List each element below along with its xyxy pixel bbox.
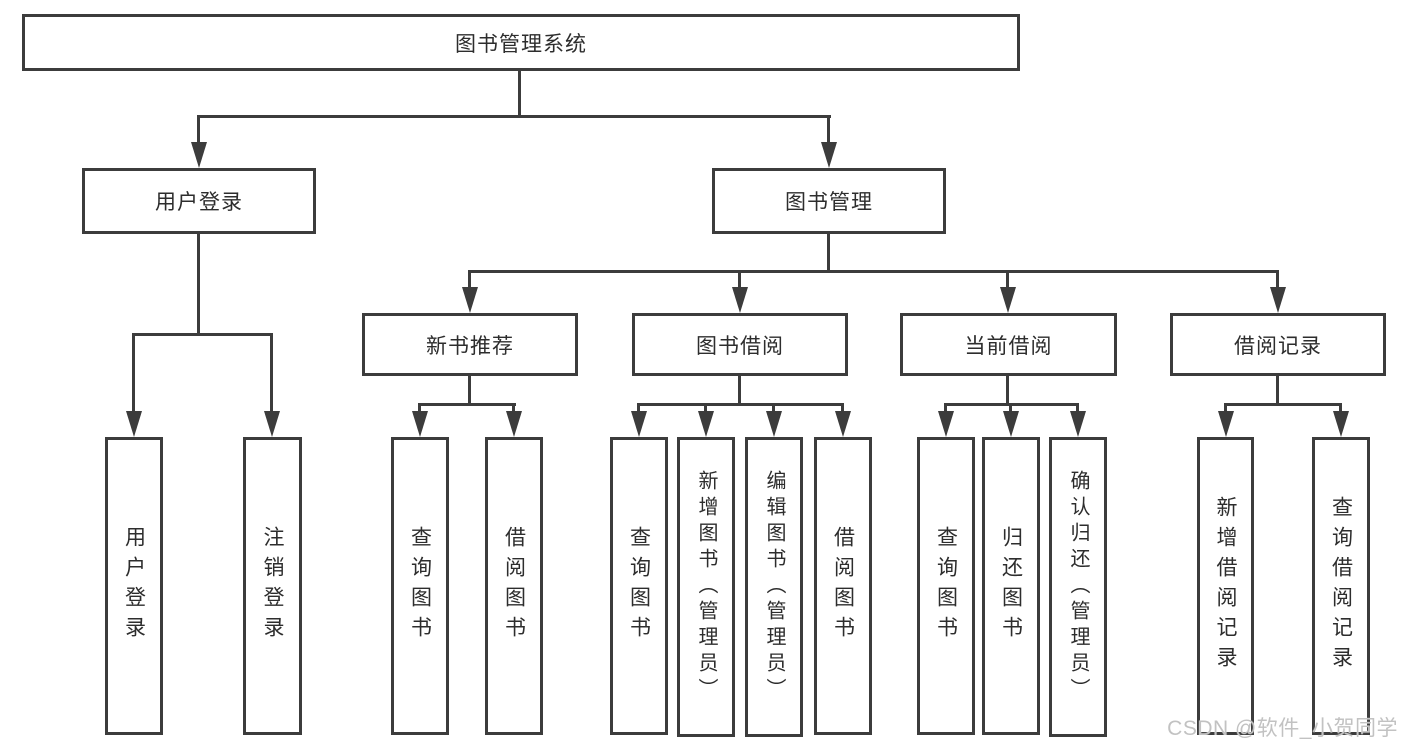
node-label: 借阅记录 bbox=[1234, 334, 1322, 358]
connector-line bbox=[1076, 403, 1079, 415]
connector-line bbox=[418, 403, 421, 415]
csdn-watermark: CSDN @软件_小贺同学 bbox=[1167, 717, 1398, 740]
arrow-down-icon bbox=[412, 411, 428, 437]
connector-line bbox=[132, 333, 273, 336]
leaf-label: 查询图书 bbox=[408, 526, 432, 646]
connector-line bbox=[512, 403, 515, 415]
arrow-down-icon bbox=[1003, 411, 1019, 437]
leaf-label: 确认归还（管理员） bbox=[1067, 470, 1089, 704]
arrow-down-icon bbox=[698, 411, 714, 437]
arrow-down-icon bbox=[126, 411, 142, 437]
leaf-label: 借阅图书 bbox=[831, 526, 855, 646]
connector-line bbox=[418, 403, 516, 406]
connector-line bbox=[637, 403, 844, 406]
arrow-down-icon bbox=[732, 287, 748, 313]
node-book-management: 图书管理 bbox=[712, 168, 946, 234]
arrow-down-icon bbox=[1333, 411, 1349, 437]
node-new-book-recommend: 新书推荐 bbox=[362, 313, 578, 376]
leaf-label: 查询借阅记录 bbox=[1329, 496, 1353, 676]
arrow-down-icon bbox=[191, 142, 207, 168]
connector-line bbox=[198, 115, 831, 118]
connector-line bbox=[827, 115, 830, 145]
leaf-label: 借阅图书 bbox=[502, 526, 526, 646]
connector-line bbox=[1276, 376, 1279, 406]
arrow-down-icon bbox=[264, 411, 280, 437]
connector-line bbox=[704, 403, 707, 415]
arrow-down-icon bbox=[821, 142, 837, 168]
leaf-label: 用户登录 bbox=[122, 526, 146, 646]
connector-line bbox=[944, 403, 947, 415]
arrow-down-icon bbox=[1000, 287, 1016, 313]
node-current-borrow: 当前借阅 bbox=[900, 313, 1117, 376]
connector-line bbox=[197, 115, 200, 145]
leaf-query-books-current: 查询图书 bbox=[917, 437, 975, 735]
node-borrow-records: 借阅记录 bbox=[1170, 313, 1386, 376]
leaf-label: 新增图书（管理员） bbox=[695, 470, 717, 704]
arrow-down-icon bbox=[938, 411, 954, 437]
leaf-label: 归还图书 bbox=[999, 526, 1023, 646]
connector-line bbox=[1224, 403, 1227, 415]
node-label: 用户登录 bbox=[155, 191, 243, 214]
arrow-down-icon bbox=[506, 411, 522, 437]
leaf-confirm-return-admin: 确认归还（管理员） bbox=[1049, 437, 1107, 737]
node-user-login: 用户登录 bbox=[82, 168, 316, 234]
node-label: 图书管理 bbox=[785, 191, 873, 214]
connector-line bbox=[1006, 270, 1009, 290]
leaf-add-borrow-record: 新增借阅记录 bbox=[1197, 437, 1254, 735]
leaf-borrow-books: 借阅图书 bbox=[814, 437, 872, 735]
arrow-down-icon bbox=[1070, 411, 1086, 437]
leaf-borrow-books-recommend: 借阅图书 bbox=[485, 437, 543, 735]
connector-line bbox=[738, 376, 741, 406]
leaf-return-book: 归还图书 bbox=[982, 437, 1040, 735]
node-library-management-system: 图书管理系统 bbox=[22, 14, 1020, 71]
connector-line bbox=[841, 403, 844, 415]
leaf-logout: 注销登录 bbox=[243, 437, 302, 735]
leaf-label: 查询图书 bbox=[627, 526, 651, 646]
connector-line bbox=[772, 403, 775, 415]
arrow-down-icon bbox=[766, 411, 782, 437]
connector-line bbox=[1006, 376, 1009, 406]
connector-line bbox=[1009, 403, 1012, 415]
node-label: 当前借阅 bbox=[964, 334, 1053, 358]
connector-line bbox=[468, 270, 1279, 273]
connector-line bbox=[1276, 270, 1279, 290]
connector-line bbox=[1224, 403, 1342, 406]
node-book-borrow: 图书借阅 bbox=[632, 313, 848, 376]
connector-line bbox=[518, 70, 521, 117]
connector-line bbox=[1339, 403, 1342, 415]
connector-line bbox=[468, 376, 471, 406]
leaf-query-borrow-record: 查询借阅记录 bbox=[1312, 437, 1370, 735]
connector-line bbox=[738, 270, 741, 290]
leaf-user-login: 用户登录 bbox=[105, 437, 163, 735]
leaf-query-books-recommend: 查询图书 bbox=[391, 437, 449, 735]
connector-line bbox=[197, 233, 200, 336]
leaf-edit-book-admin: 编辑图书（管理员） bbox=[745, 437, 803, 737]
connector-line bbox=[270, 333, 273, 413]
arrow-down-icon bbox=[835, 411, 851, 437]
leaf-label: 注销登录 bbox=[261, 526, 284, 646]
node-label: 图书借阅 bbox=[696, 334, 784, 358]
arrow-down-icon bbox=[1218, 411, 1234, 437]
leaf-query-books-borrow: 查询图书 bbox=[610, 437, 668, 735]
arrow-down-icon bbox=[1270, 287, 1286, 313]
connector-line bbox=[132, 333, 135, 413]
leaf-add-book-admin: 新增图书（管理员） bbox=[677, 437, 735, 737]
arrow-down-icon bbox=[631, 411, 647, 437]
node-label: 新书推荐 bbox=[426, 334, 514, 358]
node-label: 图书管理系统 bbox=[455, 32, 587, 56]
connector-line bbox=[468, 270, 471, 290]
connector-line bbox=[827, 233, 830, 273]
leaf-label: 查询图书 bbox=[934, 526, 958, 646]
arrow-down-icon bbox=[462, 287, 478, 313]
leaf-label: 编辑图书（管理员） bbox=[763, 470, 785, 704]
connector-line bbox=[637, 403, 640, 415]
leaf-label: 新增借阅记录 bbox=[1214, 496, 1237, 676]
